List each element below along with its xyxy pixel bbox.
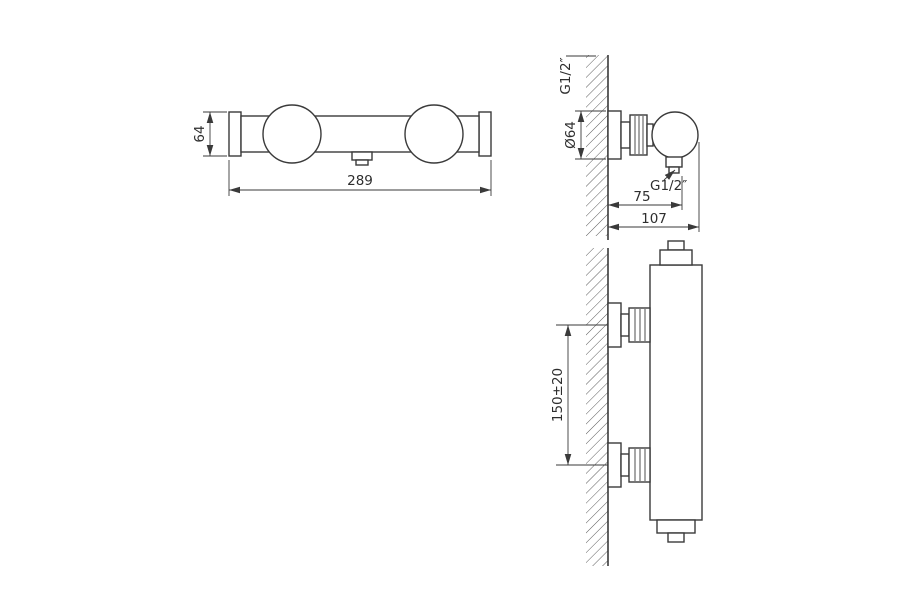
left-knob-circle <box>262 104 322 164</box>
knob-side-circle <box>651 111 699 159</box>
dim-label-flange-diameter: Ø64 <box>563 121 579 149</box>
label-supply-thread: G1/2″ <box>558 57 574 94</box>
wall-bracket-right <box>478 111 492 157</box>
mount-view: 150±20 <box>550 240 703 566</box>
faucet-body-mount <box>607 240 703 543</box>
dim-label-width: 289 <box>347 173 373 189</box>
dimension-flange-diameter: Ø64 <box>563 110 606 160</box>
dim-label-outlet-thread: G1/2″ <box>650 178 687 194</box>
dim-label-supply-thread: G1/2″ <box>558 57 574 94</box>
dimension-width-289: 289 <box>228 160 492 196</box>
right-knob-circle <box>404 104 464 164</box>
top-cap <box>659 249 693 266</box>
nut-lower <box>628 447 651 483</box>
wall-hatch-top <box>586 55 608 236</box>
dim-label-port-spacing: 150±20 <box>550 368 566 422</box>
bottom-stub <box>667 532 685 543</box>
side-view: G1/2″ Ø64 G1/2″ 75 107 <box>558 55 700 240</box>
wall-flange-upper <box>607 302 622 348</box>
wall-flange-lower <box>607 442 622 488</box>
knurl-lines-upper <box>634 309 646 341</box>
dimension-port-spacing: 150±20 <box>550 324 608 466</box>
faucet-body-side <box>607 110 699 174</box>
faucet-body-front <box>228 104 492 166</box>
union-nut-side <box>629 114 648 156</box>
bottom-outlet-stub <box>355 159 369 166</box>
connection-pipe-side <box>620 121 631 149</box>
nut-upper <box>628 307 651 343</box>
mixer-body-vertical <box>649 264 703 521</box>
knurl-lines <box>634 116 644 154</box>
bottom-outlet <box>351 151 373 161</box>
dimension-height-64: 64 <box>192 111 227 157</box>
top-stub <box>667 240 685 251</box>
label-outlet-thread: G1/2″ <box>650 169 687 194</box>
wall-bracket-left <box>228 111 242 157</box>
pipe-upper <box>620 313 630 337</box>
pipe-lower <box>620 453 630 477</box>
dim-label-depth-75: 75 <box>633 189 650 205</box>
dim-label-height: 64 <box>192 125 208 142</box>
wall-flange-side <box>607 110 622 160</box>
dim-label-depth-107: 107 <box>641 211 667 227</box>
front-view: 64 289 <box>192 104 492 196</box>
hose-outlet-side <box>665 156 683 168</box>
knurl-lines-lower <box>634 449 646 481</box>
bottom-cap <box>656 519 696 534</box>
hose-outlet-stub <box>668 166 680 174</box>
dimension-depth-75: 75 <box>608 176 683 210</box>
dimension-depth-107: 107 <box>608 142 700 232</box>
wall-hatch-bottom <box>586 248 608 566</box>
